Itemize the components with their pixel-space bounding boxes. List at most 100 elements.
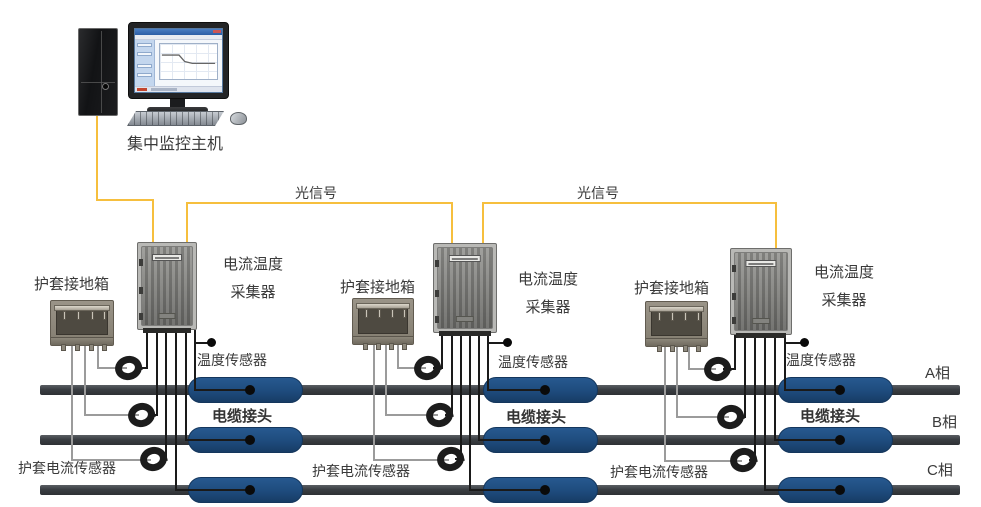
ground-wire (664, 460, 742, 462)
optical-fiber-line (186, 202, 453, 204)
app-side-panel (135, 40, 155, 86)
terminal (402, 343, 407, 350)
signal-wire (487, 333, 489, 390)
collector-label-line2: 采集器 (821, 292, 867, 309)
signal-wire (469, 489, 547, 491)
joint-sensor-dot (540, 435, 550, 445)
ground-wire (97, 345, 99, 369)
bus-bolt (77, 311, 80, 320)
current-temperature-collector (433, 243, 497, 336)
monitor (128, 22, 229, 99)
bus-bolt (697, 312, 700, 321)
collector-connectors (438, 331, 492, 336)
tower-power-button (102, 83, 109, 90)
signal-wire (175, 330, 177, 490)
bus-bolt (63, 311, 66, 320)
collector-label-line1: 电流温度 (813, 264, 874, 281)
signal-wire (774, 335, 776, 440)
bus-bolt (378, 309, 381, 318)
optical-fiber-line (152, 199, 154, 243)
collector-lower-plate (752, 318, 770, 324)
ground-wire (664, 346, 666, 462)
cable-joint-label: 电缆接头 (212, 408, 273, 425)
bus-bolt (391, 309, 394, 318)
ground-wire (688, 346, 690, 370)
hinge (435, 290, 439, 297)
tower-seam (81, 82, 115, 84)
grounding-box-label: 护套接地箱 (340, 279, 416, 296)
collector-label-line1: 电流温度 (222, 256, 283, 273)
bus-bolt (403, 309, 406, 318)
optical-fiber-line (96, 116, 98, 201)
collector-nameplate (152, 254, 182, 261)
joint-sensor-dot (245, 485, 255, 495)
collector-door (732, 252, 788, 331)
sheath-current-sensor-label: 护套电流传感器 (18, 460, 116, 476)
signal-wire (784, 389, 842, 391)
ground-wire (84, 414, 139, 416)
host-label: 集中监控主机 (127, 136, 224, 153)
signal-wire (478, 439, 547, 441)
ground-wire (397, 367, 426, 369)
panel-field (137, 43, 152, 47)
app-trend-chart (159, 43, 218, 80)
optical-fiber-line (775, 202, 777, 249)
optical-fiber-line (482, 202, 484, 244)
collector-label-line2: 采集器 (230, 284, 276, 301)
panel-field (137, 73, 152, 77)
monitoring-app-screen (134, 28, 223, 93)
collector-door (435, 247, 493, 329)
terminal (102, 344, 107, 351)
collector-label-line2: 采集器 (525, 299, 571, 316)
optical-fiber-line (482, 202, 777, 204)
stop-button (137, 88, 147, 91)
terminal (89, 344, 94, 351)
signal-wire (194, 342, 211, 344)
phase-a-label: A相 (925, 365, 951, 382)
signal-wire (194, 330, 196, 390)
grounding-bus-bar (54, 305, 110, 311)
ground-wire (688, 368, 716, 370)
terminal (363, 343, 368, 350)
hinge (732, 317, 736, 324)
joint-sensor-dot (245, 435, 255, 445)
signal-wire (165, 330, 167, 460)
cable-joint-label: 电缆接头 (800, 408, 861, 425)
optical-fiber-line (451, 202, 453, 244)
grounding-bus-bar (356, 303, 410, 309)
joint-sensor-dot (540, 485, 550, 495)
panel-field (137, 52, 152, 56)
temperature-sensor-dot (503, 338, 512, 347)
optical-signal-label: 光信号 (577, 185, 619, 201)
temperature-sensor-dot (800, 338, 809, 347)
current-temperature-collector (137, 242, 197, 333)
sheath-current-sensor-label: 护套电流传感器 (610, 464, 708, 480)
signal-wire (478, 333, 480, 440)
signal-wire (441, 333, 443, 368)
signal-wire (451, 333, 453, 415)
sheath-current-sensor-ring (714, 402, 747, 432)
temperature-sensor-dot (207, 338, 216, 347)
sheath-current-sensor-ring (411, 353, 444, 383)
collector-label: 电流温度 采集器 (499, 266, 597, 322)
ground-wire (71, 459, 151, 461)
computer-tower (78, 28, 118, 116)
signal-wire (784, 335, 786, 390)
sheath-grounding-box (50, 300, 114, 351)
optical-fiber-line (186, 202, 188, 243)
ground-wire (97, 367, 127, 369)
signal-wire (460, 333, 462, 460)
collector-lower-plate (158, 313, 176, 319)
current-temperature-collector (730, 248, 792, 338)
hinge (435, 316, 439, 323)
sheath-grounding-box (352, 298, 414, 350)
bus-bolt (671, 312, 674, 321)
app-statusbar (135, 86, 222, 92)
temperature-sensor-label: 温度传感器 (786, 352, 856, 368)
ground-wire (385, 344, 387, 416)
sheath-current-sensor-ring (125, 400, 158, 430)
collector-door (139, 246, 193, 326)
optical-fiber-line (96, 199, 154, 201)
grounding-box-lip (353, 336, 413, 344)
bus-bolt (91, 311, 94, 320)
